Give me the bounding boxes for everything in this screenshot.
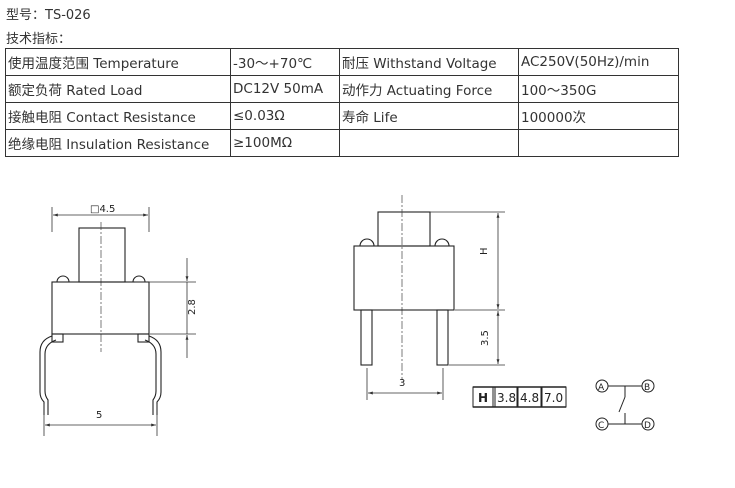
specs-table: 使用温度范围 Temperature -30～+70℃ 耐压 Withstand… (5, 48, 679, 157)
table-cell: ≥100MΩ (230, 129, 340, 157)
table-cell: 7.0 (544, 391, 563, 405)
table-cell: 接触电阻 Contact Resistance (5, 102, 231, 130)
side-view: H 3.5 3 (353, 195, 505, 400)
table-cell (339, 129, 519, 157)
pin-span-label: 3 (399, 378, 405, 389)
terminal-a-label: A (598, 383, 605, 393)
table-row: 使用温度范围 Temperature -30～+70℃ 耐压 Withstand… (5, 48, 679, 76)
width-label: □4.5 (90, 204, 115, 215)
terminal-b-label: B (644, 383, 650, 393)
front-view: □4.5 2.8 5 (39, 204, 198, 436)
table-cell: 4.8 (520, 391, 539, 405)
table-cell (518, 129, 679, 157)
switch-schematic: A B C D (595, 379, 655, 431)
terminal-d-label: D (644, 421, 651, 431)
table-cell: 使用温度范围 Temperature (5, 48, 231, 76)
table-cell: 3.8 (497, 391, 516, 405)
table-cell: H (478, 391, 488, 405)
table-cell: 100～350G (518, 75, 679, 103)
height-label: 2.8 (187, 299, 198, 315)
model-number: 型号：TS-026 (6, 8, 91, 23)
table-cell: 额定负荷 Rated Load (5, 75, 231, 103)
specs-heading: 技术指标： (6, 32, 72, 47)
table-cell: AC250V(50Hz)/min (518, 48, 679, 76)
table-row: 额定负荷 Rated Load DC12V 50mA 动作力 Actuating… (5, 75, 679, 103)
table-cell: ≤0.03Ω (230, 102, 340, 130)
table-row: 绝缘电阻 Insulation Resistance ≥100MΩ (5, 129, 679, 157)
table-cell: 动作力 Actuating Force (339, 75, 519, 103)
table-cell: 耐压 Withstand Voltage (339, 48, 519, 76)
span-label: 5 (96, 410, 102, 421)
h-label: H (479, 247, 490, 255)
terminal-c-label: C (598, 421, 604, 431)
table-cell: DC12V 50mA (230, 75, 340, 103)
height-options-table: H 3.8 4.8 7.0 (472, 386, 567, 408)
pin-length-label: 3.5 (480, 330, 491, 346)
table-cell: 绝缘电阻 Insulation Resistance (5, 129, 231, 157)
